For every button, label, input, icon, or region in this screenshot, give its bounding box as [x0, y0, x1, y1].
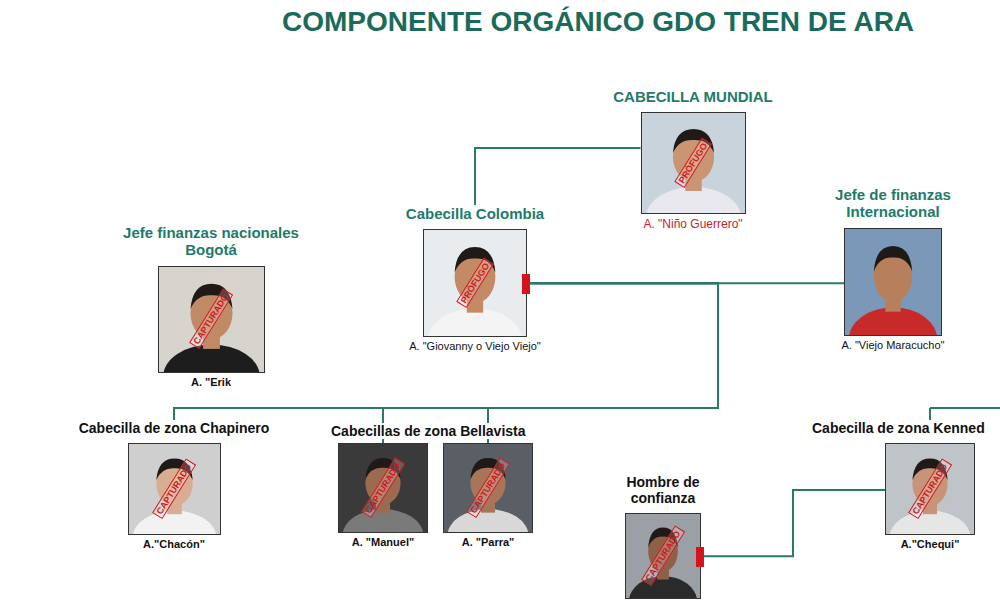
photo-frame: CAPTURADO — [443, 443, 533, 533]
role-heading: Jefe finanzas nacionales Bogotá — [100, 224, 322, 259]
alias-name: A. "Erik — [191, 376, 231, 389]
role-heading: CABECILLA MUNDIAL — [611, 88, 774, 105]
person-card: Jefe de finanzas Internacional A. "Viejo … — [795, 186, 991, 352]
alias-name: A. "Niño Guerrero" — [643, 217, 742, 231]
person-card: Jefe finanzas nacionales BogotáCAPTURADO… — [100, 224, 322, 389]
chart-title: COMPONENTE ORGÁNICO GDO TREN DE ARA — [282, 6, 914, 38]
photo-frame: PRÓFUGO — [423, 229, 527, 337]
role-heading: Cabecilla de zona Kenned — [810, 420, 987, 436]
person-card: CAPTURADO A. "Parra" — [440, 443, 536, 549]
connector — [475, 148, 641, 205]
person-card: Cabecilla de zona ChapineroCAPTURADO A."C… — [60, 420, 288, 551]
role-heading: Cabecilla Colombia — [404, 205, 546, 222]
photo-frame: PRÓFUGO — [641, 112, 746, 214]
person-card: Cabecilla de zona KennedCAPTURADO A."Cheq… — [810, 420, 1000, 551]
photo-placeholder — [845, 229, 941, 335]
photo-hair — [874, 245, 912, 270]
photo-frame: CAPTURADO — [158, 266, 265, 373]
photo-frame: CAPTURADO — [338, 443, 428, 533]
connector — [701, 490, 885, 556]
link-marker — [522, 274, 530, 294]
alias-name: A. "Manuel" — [352, 536, 414, 549]
alias-name: A. "Parra" — [462, 536, 515, 549]
photo-frame: CAPTURADO — [885, 443, 975, 535]
alias-name: A."Chacón" — [143, 538, 205, 551]
person-card: Hombre de confianzaCAPTURADO — [610, 474, 716, 599]
alias-name: A. "Giovanny o Viejo Viejo" — [409, 340, 541, 353]
person-card: Cabecilla ColombiaPRÓFUGO A. "Giovanny o … — [400, 205, 550, 353]
role-heading: Jefe de finanzas Internacional — [795, 186, 991, 221]
photo-frame: CAPTURADO — [625, 513, 701, 599]
person-card: CABECILLA MUNDIAL PRÓFUGO A. "Niño Guerrer… — [600, 88, 786, 232]
alias-name: A. "Viejo Maracucho" — [842, 339, 945, 352]
link-marker — [696, 547, 704, 567]
role-heading: Cabecilla de zona Chapinero — [77, 420, 272, 436]
bus-line — [930, 407, 1000, 409]
alias-name: A."Chequi" — [885, 538, 975, 551]
group-heading: Cabecillas de zona Bellavista — [328, 423, 529, 439]
bus-drop — [929, 408, 931, 420]
person-card: CAPTURADO A. "Manuel" — [335, 443, 431, 549]
role-heading: Hombre de confianza — [610, 474, 716, 506]
photo-frame: CAPTURADO — [128, 443, 221, 535]
photo-frame — [844, 228, 942, 336]
